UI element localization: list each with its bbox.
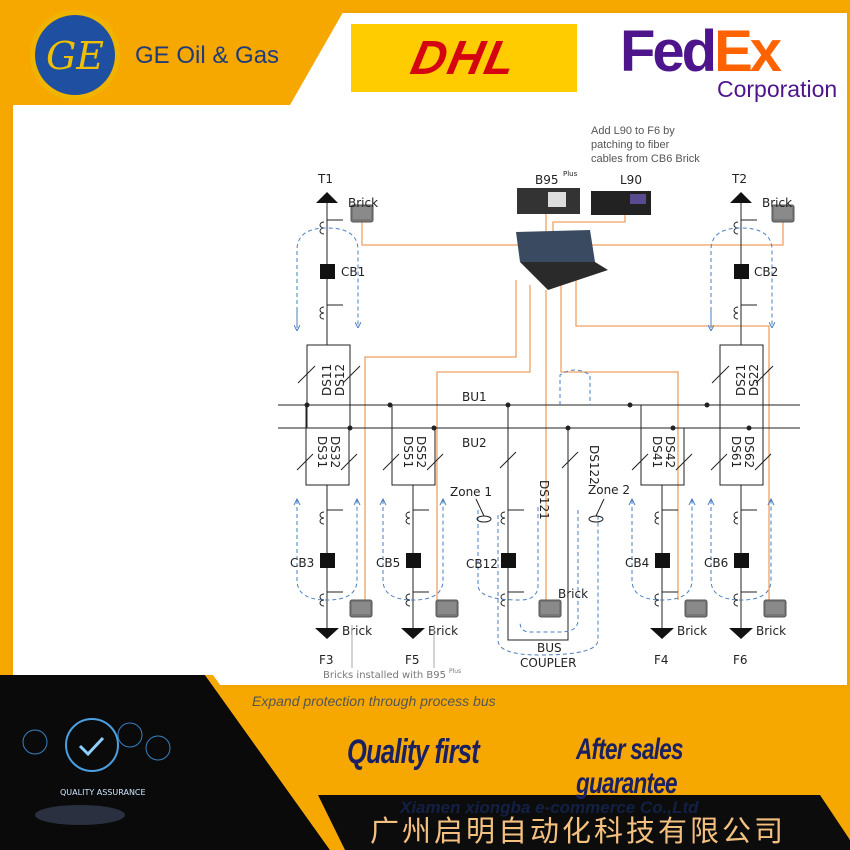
tools-icon (117, 722, 143, 748)
svg-text:DS121: DS121 (537, 480, 551, 520)
svg-text:GE: GE (46, 34, 104, 78)
svg-text:DS51: DS51 (401, 436, 415, 468)
bus-coupler (499, 405, 579, 641)
svg-text:DS122: DS122 (587, 445, 601, 485)
cb6-label: CB6 (704, 556, 728, 570)
svg-text:CB1: CB1 (341, 265, 365, 279)
f6-label: F6 (733, 653, 748, 667)
svg-text:Brick: Brick (558, 587, 588, 601)
bu1-label: BU1 (462, 390, 487, 404)
cb12-breaker (501, 553, 516, 568)
fedex-logo: FedEx (620, 19, 782, 84)
t2-label: T2 (731, 172, 747, 186)
svg-text:Brick: Brick (756, 624, 786, 638)
svg-text:BUS: BUS (537, 641, 562, 655)
svg-text:DS32: DS32 (328, 436, 342, 468)
single-line-diagram: B95 Plus L90 BU1 BU2 T1 T2 Brick Brick C… (278, 170, 800, 681)
watermark: Xiamen xiongba e-commerce Co.,Ltd (400, 798, 699, 817)
svg-text:Brick: Brick (677, 624, 707, 638)
slogan-after-sales: After sales guarantee (576, 733, 684, 800)
process-bus-panel (516, 230, 608, 290)
caption: Expand protection through process bus (252, 693, 496, 709)
svg-text:DS21: DS21 (734, 364, 748, 396)
fedex-corporation: Corporation (717, 76, 838, 102)
load-arrow-icon (401, 628, 425, 639)
cb5-label: CB5 (376, 556, 400, 570)
cb6-breaker (734, 553, 749, 568)
users-icon (145, 735, 171, 761)
brick-f4 (684, 599, 708, 618)
bu2-label: BU2 (462, 436, 487, 450)
search-icon (22, 729, 48, 755)
svg-text:Brick: Brick (348, 196, 378, 210)
cb4-breaker (655, 553, 670, 568)
f3-label: F3 (319, 653, 334, 667)
l90-label: L90 (620, 173, 642, 187)
svg-text:DS62: DS62 (742, 436, 756, 468)
cb3-breaker (320, 553, 335, 568)
b95-label: B95 (535, 173, 559, 187)
f4-label: F4 (654, 653, 669, 667)
svg-text:DS41: DS41 (650, 436, 664, 468)
b95-device (517, 188, 580, 214)
svg-text:Brick: Brick (762, 196, 792, 210)
cb1-breaker (320, 264, 335, 279)
svg-text:COUPLER: COUPLER (520, 656, 576, 670)
ge-oil-gas-label: GE Oil & Gas (135, 42, 280, 69)
cb3-label: CB3 (290, 556, 314, 570)
zone1-label: Zone 1 (450, 485, 492, 499)
brick-f3 (349, 599, 373, 618)
content-panel (10, 10, 850, 688)
l90-device (591, 191, 651, 215)
company-band (318, 795, 850, 850)
dhl-logo: DHL (351, 24, 577, 92)
brick-f6 (763, 599, 787, 618)
company-name: 广州启明自动化科技有限公司 (370, 814, 787, 848)
load-arrow-icon (315, 628, 339, 639)
qa-label: QUALITY ASSURANCE (60, 788, 146, 797)
svg-text:DS61: DS61 (729, 436, 743, 468)
svg-text:Plus: Plus (563, 170, 578, 178)
zone2-label: Zone 2 (588, 483, 630, 497)
load-arrow-icon (729, 628, 753, 639)
svg-text:DS22: DS22 (747, 364, 761, 396)
svg-text:DS42: DS42 (663, 436, 677, 468)
f5-label: F5 (405, 653, 420, 667)
svg-text:Plus: Plus (449, 668, 461, 675)
svg-text:DS52: DS52 (414, 436, 428, 468)
brick-f5 (435, 599, 459, 618)
bricks-note: Bricks installed with B95 (323, 670, 446, 681)
fiber-cables (361, 190, 784, 600)
cb5-breaker (406, 553, 421, 568)
t1-label: T1 (317, 172, 333, 186)
svg-text:Brick: Brick (428, 624, 458, 638)
footer-graphics: QUALITY ASSURANCE (0, 675, 850, 850)
header-banner: GE (0, 0, 850, 105)
svg-text:DS12: DS12 (333, 364, 347, 396)
quality-assurance-image (0, 675, 330, 850)
cb2-breaker (734, 264, 749, 279)
svg-text:Brick: Brick (342, 624, 372, 638)
cb4-label: CB4 (625, 556, 649, 570)
svg-text:CB12: CB12 (466, 557, 498, 571)
gear-check-icon (65, 718, 119, 772)
brick-coupler (538, 599, 562, 618)
svg-text:DS31: DS31 (315, 436, 329, 468)
svg-text:DS11: DS11 (320, 364, 334, 396)
slogan-quality: Quality first (347, 733, 480, 771)
svg-text:CB2: CB2 (754, 265, 778, 279)
load-arrow-icon (650, 628, 674, 639)
hand-icon (35, 805, 125, 825)
ge-logo: GE (30, 10, 120, 100)
